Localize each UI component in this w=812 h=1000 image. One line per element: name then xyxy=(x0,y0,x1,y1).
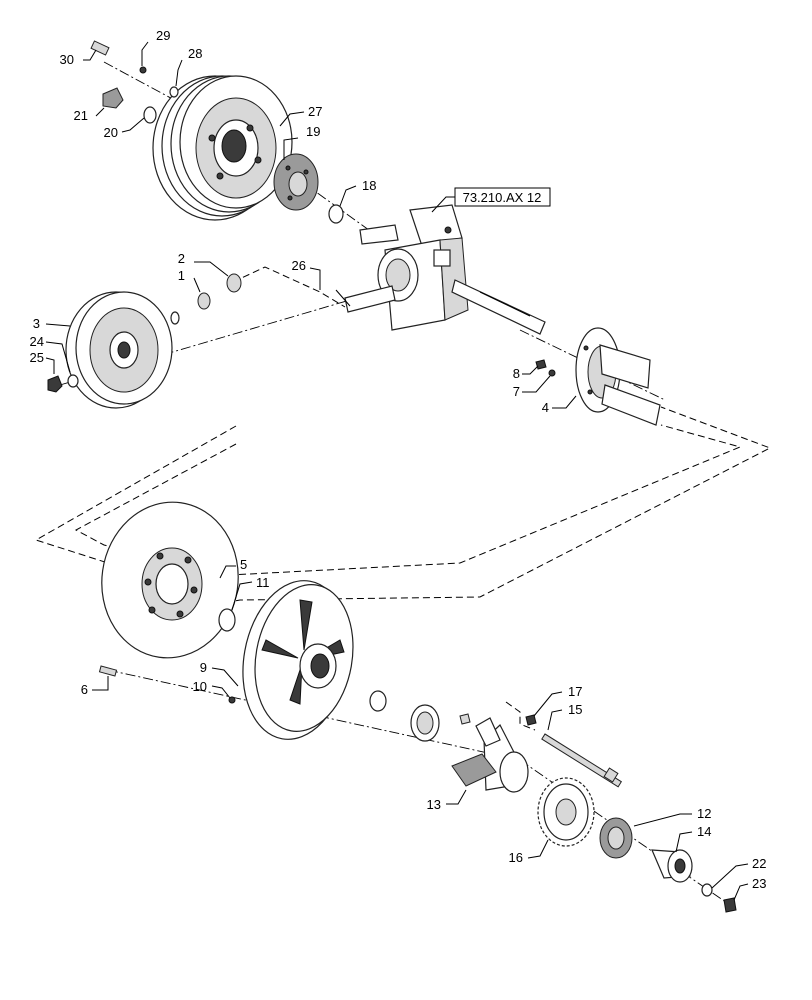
seal-12-inner xyxy=(607,826,625,850)
nut-8 xyxy=(535,359,547,370)
callout-3[interactable]: 3 xyxy=(33,316,40,331)
callout-22[interactable]: 22 xyxy=(752,856,766,871)
callout-15[interactable]: 15 xyxy=(568,702,582,717)
lock-washer-28 xyxy=(169,86,179,98)
nut-small xyxy=(459,713,471,725)
washer-1 xyxy=(197,292,211,310)
assembly-path-top xyxy=(232,266,346,308)
callout-13[interactable]: 13 xyxy=(427,797,441,812)
callout-leaders xyxy=(45,41,749,901)
nut-21 xyxy=(102,87,124,109)
callout-18[interactable]: 18 xyxy=(362,178,376,193)
pin-10 xyxy=(228,696,236,704)
bolt-6 xyxy=(98,665,118,677)
snap-ring-18 xyxy=(328,204,344,224)
pulley-3 xyxy=(65,291,173,409)
callout-8[interactable]: 8 xyxy=(513,366,520,381)
hub-4 xyxy=(575,327,661,426)
axis-line-upper xyxy=(103,61,231,131)
ring-9b xyxy=(369,690,387,712)
bolt-30 xyxy=(90,40,110,56)
bushing-2 xyxy=(226,273,242,293)
washer-small xyxy=(170,311,180,325)
drum-9 xyxy=(242,580,354,740)
nut-25 xyxy=(47,375,63,393)
pulley-27 xyxy=(152,75,293,221)
snap-ring-11 xyxy=(218,608,236,632)
gearbox xyxy=(344,204,546,335)
callout-17[interactable]: 17 xyxy=(568,684,582,699)
nut-17 xyxy=(525,714,537,726)
axis-line-lower xyxy=(107,669,521,761)
washer-24 xyxy=(67,374,79,388)
bracket-13 xyxy=(451,717,529,793)
callout-11[interactable]: 11 xyxy=(256,575,270,590)
callout-4[interactable]: 4 xyxy=(542,400,549,415)
bolt-15 xyxy=(541,733,623,788)
assembly-path-large xyxy=(34,406,772,603)
callout-26[interactable]: 26 xyxy=(292,258,306,273)
pin-26 xyxy=(335,289,351,307)
callout-5[interactable]: 5 xyxy=(240,557,247,572)
callout-6[interactable]: 6 xyxy=(81,682,88,697)
callout-28[interactable]: 28 xyxy=(188,46,202,61)
callout-12[interactable]: 12 xyxy=(697,806,711,821)
callout-2[interactable]: 2 xyxy=(178,251,185,266)
nut-23 xyxy=(723,897,737,913)
callout-25[interactable]: 25 xyxy=(30,350,44,365)
callout-20[interactable]: 20 xyxy=(104,125,118,140)
callout-16[interactable]: 16 xyxy=(509,850,523,865)
washer-20 xyxy=(143,106,157,124)
callout-24[interactable]: 24 xyxy=(30,334,44,349)
flange-19 xyxy=(273,153,319,211)
callout-21[interactable]: 21 xyxy=(74,108,88,123)
reference-label[interactable]: 73.210.AX 12 xyxy=(463,190,542,205)
gear-ring-inner xyxy=(416,711,434,735)
callout-29[interactable]: 29 xyxy=(156,28,170,43)
washer-7 xyxy=(548,369,556,377)
washer-22 xyxy=(701,883,713,897)
disc-5 xyxy=(101,501,239,659)
callout-23[interactable]: 23 xyxy=(752,876,766,891)
washer-29 xyxy=(139,66,147,74)
callout-14[interactable]: 14 xyxy=(697,824,711,839)
callout-7[interactable]: 7 xyxy=(513,384,520,399)
housing-14 xyxy=(651,849,693,883)
sprocket-16 xyxy=(537,777,595,847)
callout-30[interactable]: 30 xyxy=(60,52,74,67)
callout-27[interactable]: 27 xyxy=(308,104,322,119)
callout-10[interactable]: 10 xyxy=(193,679,207,694)
assembly-path-inner xyxy=(74,424,742,576)
callout-1[interactable]: 1 xyxy=(178,268,185,283)
reference-leader xyxy=(431,196,455,213)
callout-9[interactable]: 9 xyxy=(200,660,207,675)
bolt-path-15 xyxy=(505,701,536,731)
callout-19[interactable]: 19 xyxy=(306,124,320,139)
